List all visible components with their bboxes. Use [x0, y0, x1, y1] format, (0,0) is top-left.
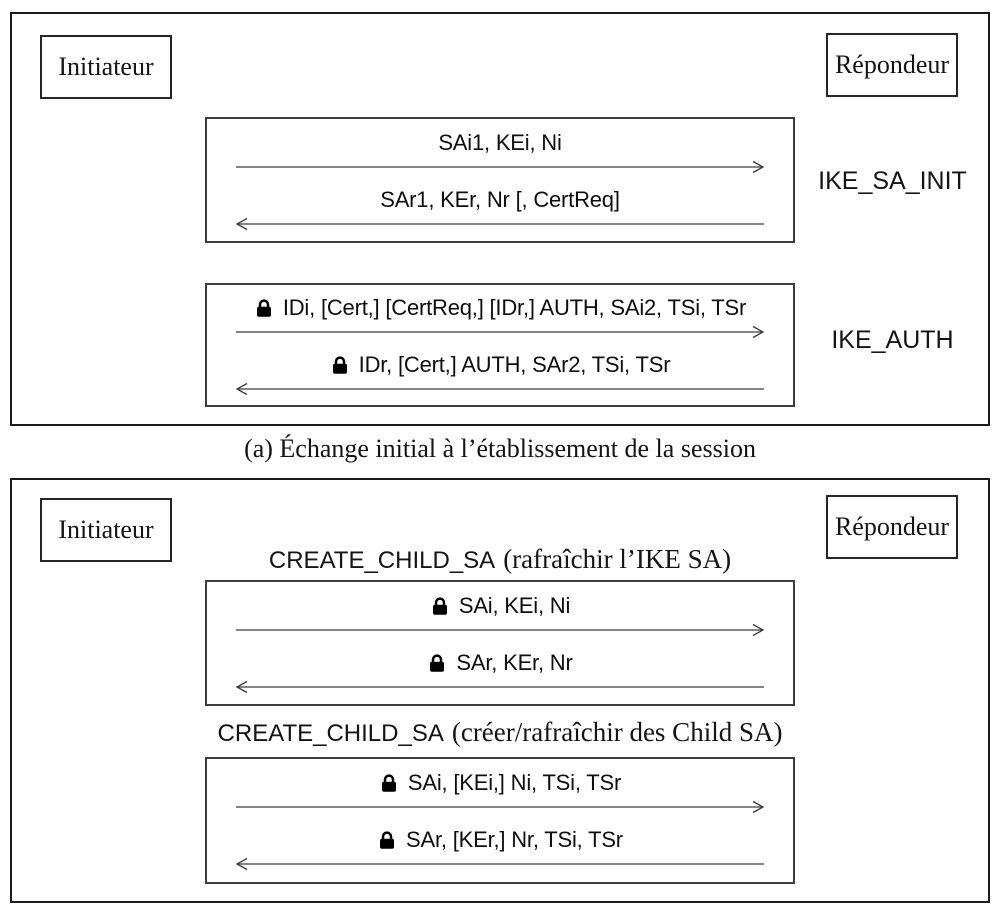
message-text: SAi, KEi, Ni — [458, 592, 571, 618]
arrow-left-icon — [235, 680, 764, 693]
message-row: SAr, KEr, Nr — [235, 650, 765, 694]
responder-label: Répondeur — [834, 512, 950, 541]
panel-create-child-sa: Initiateur Répondeur CREATE_CHILD_SA (ra… — [10, 478, 990, 903]
message-box-create-child: SAi, [KEi,] Ni, TSi, TSr SAr, [KEr,] Nr,… — [205, 757, 795, 884]
responder-box: Répondeur — [826, 33, 958, 97]
message-row: SAi, KEi, Ni — [235, 593, 765, 637]
message-box-rekey-ike: SAi, KEi, Ni SAr, KEr, Nr — [205, 580, 795, 706]
initiator-box: Initiateur — [40, 35, 172, 99]
message-box-ike-auth: IDi, [Cert,] [CertReq,] [IDr,] AUTH, SAi… — [205, 283, 795, 407]
arrow-right-icon — [236, 325, 765, 338]
message-row: SAr1, KEr, Nr [, CertReq] — [235, 187, 765, 231]
arrow-right-icon — [236, 623, 765, 636]
arrow-right-icon — [236, 160, 765, 173]
message-text: SAr, [KEr,] Nr, TSi, TSr — [406, 827, 623, 852]
message-row: SAi, [KEi,] Ni, TSi, TSr — [235, 770, 765, 814]
message-text-line: SAi, [KEi,] Ni, TSi, TSr — [379, 770, 621, 796]
panel-initial-exchange: Initiateur Répondeur SAi1, KEi, Ni SAr1,… — [10, 12, 990, 426]
message-text: SAi, [KEi,] Ni, TSi, TSr — [407, 770, 622, 795]
message-text-line: IDi, [Cert,] [CertReq,] [IDr,] AUTH, SAi… — [254, 295, 746, 321]
arrow-right-icon — [236, 800, 765, 814]
message-text-line: SAi1, KEi, Ni — [438, 129, 562, 156]
exchange-title-parenthetical: (rafraîchir l’IKE SA) — [503, 544, 732, 574]
responder-box: Répondeur — [826, 495, 958, 559]
message-row: SAr, [KEr,] Nr, TSi, TSr — [235, 827, 765, 871]
lock-icon — [427, 653, 447, 673]
lock-icon — [377, 830, 397, 850]
message-text-line: IDr, [Cert,] AUTH, SAr2, TSi, TSr — [330, 352, 671, 378]
message-text-line: SAi, KEi, Ni — [430, 593, 570, 619]
message-text: SAr, KEr, Nr — [456, 649, 573, 675]
message-row: IDi, [Cert,] [CertReq,] [IDr,] AUTH, SAi… — [235, 295, 765, 339]
message-text: SAr1, KEr, Nr [, CertReq] — [380, 186, 620, 212]
figure-caption: (a) Échange initial à l’établissement de… — [244, 434, 756, 463]
message-row: IDr, [Cert,] AUTH, SAr2, TSi, TSr — [235, 352, 765, 396]
exchange-label-ike-auth: IKE_AUTH — [831, 325, 954, 354]
lock-icon — [430, 596, 450, 616]
lock-icon — [379, 773, 399, 793]
message-row: SAi1, KEi, Ni — [235, 130, 765, 174]
exchange-title-protocol: CREATE_CHILD_SA — [217, 720, 444, 747]
responder-label: Répondeur — [834, 50, 950, 79]
lock-icon — [254, 298, 274, 318]
arrow-left-icon — [235, 857, 764, 871]
message-box-ike-sa-init: SAi1, KEi, Ni SAr1, KEr, Nr [, CertReq] — [205, 117, 795, 243]
message-text: IDi, [Cert,] [CertReq,] [IDr,] AUTH, SAi… — [282, 294, 747, 320]
message-text-line: SAr1, KEr, Nr [, CertReq] — [380, 187, 620, 213]
exchange-title-protocol: CREATE_CHILD_SA — [268, 547, 496, 574]
message-text: IDr, [Cert,] AUTH, SAr2, TSi, TSr — [358, 351, 671, 377]
message-text: SAi1, KEi, Ni — [438, 129, 562, 155]
lock-icon — [330, 355, 350, 375]
message-text-line: SAr, [KEr,] Nr, TSi, TSr — [377, 827, 623, 853]
exchange-title-parenthetical: (créer/rafraîchir des Child SA) — [451, 717, 783, 747]
message-text-line: SAr, KEr, Nr — [427, 649, 573, 676]
exchange-label-ike-sa-init: IKE_SA_INIT — [818, 166, 967, 195]
initiator-label: Initiateur — [58, 515, 154, 544]
exchange-title-create-child: CREATE_CHILD_SA (créer/rafraîchir des Ch… — [12, 717, 988, 749]
arrow-left-icon — [235, 382, 764, 395]
arrow-left-icon — [235, 217, 764, 230]
initiator-box: Initiateur — [40, 498, 172, 562]
exchange-title-rekey-ike: CREATE_CHILD_SA (rafraîchir l’IKE SA) — [12, 544, 988, 576]
initiator-label: Initiateur — [58, 52, 154, 81]
